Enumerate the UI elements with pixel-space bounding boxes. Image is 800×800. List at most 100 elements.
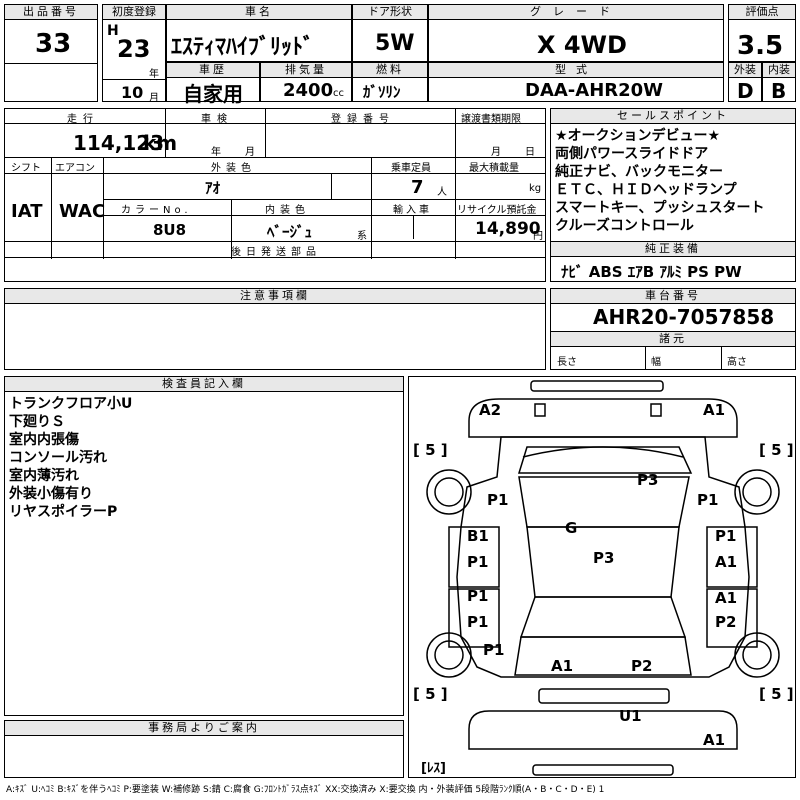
inspector-note-line: 室内薄汚れ: [9, 468, 79, 484]
damage-mark: A1: [715, 553, 738, 571]
car-name-label: 車名: [167, 5, 351, 20]
office-box: 事務局よりご案内: [4, 720, 404, 778]
exterior-label: 外装: [729, 63, 761, 78]
model-cell: 型式 DAA-AHR20W: [428, 62, 724, 102]
inspector-label: 検査員記入欄: [5, 377, 403, 392]
tire-mark-fl: [ 5 ]: [413, 441, 448, 459]
ac-label: エアコン: [55, 163, 95, 174]
door-cell: ドア形状 5W: [352, 4, 428, 62]
equipment-label: 純正装備: [551, 242, 795, 257]
load-unit: kg: [529, 183, 542, 194]
model-label: 型式: [429, 63, 723, 78]
inspector-note-line: リヤスポイラーP: [9, 504, 118, 520]
capacity-unit: 人: [437, 187, 447, 198]
damage-mark: P1: [715, 527, 737, 545]
mileage-label: 走行: [67, 114, 99, 125]
year-unit: 年: [149, 69, 159, 80]
first-reg-label: 初度登録: [103, 5, 165, 20]
history-label: 車歴: [167, 63, 259, 78]
sales-point-line: ＥＴＣ、ＨＩＤヘッドランプ: [555, 182, 737, 198]
transfer-day-unit: 日: [525, 147, 535, 158]
fuel-cell: 燃料 ｶﾞｿﾘﾝ: [352, 62, 428, 102]
history: 自家用: [183, 82, 243, 106]
sales-point-line: クルーズコントロール: [555, 218, 694, 234]
interior-label: 内装: [763, 63, 795, 78]
damage-mark: P3: [637, 471, 659, 489]
damage-mark: G: [565, 519, 578, 537]
damage-mark: A1: [715, 589, 738, 607]
reg-no-label: 登録番号: [331, 114, 395, 125]
mileage: 114,123: [73, 131, 165, 155]
car-name: ｴｽﾃｨﾏﾊｲﾌﾞﾘｯﾄﾞ: [171, 35, 315, 60]
damage-mark: P1: [483, 641, 505, 659]
int-color-suffix: 系: [357, 231, 367, 242]
office-label: 事務局よりご案内: [5, 721, 403, 736]
damage-mark: P1: [487, 491, 509, 509]
inspector-note-line: 外装小傷有り: [9, 486, 93, 502]
transfer-label: 譲渡書類期限: [461, 114, 521, 125]
shift-label: シフト: [11, 163, 41, 174]
fuel: ｶﾞｿﾘﾝ: [363, 83, 401, 101]
exterior-grade: D: [737, 79, 754, 103]
damage-mark: A1: [703, 401, 726, 419]
inspector-note-line: コンソール汚れ: [9, 450, 107, 466]
damage-mark: A2: [479, 401, 502, 419]
legend: A:ｷｽﾞ U:ﾍｺﾐ B:ｷｽﾞを伴うﾍｺﾐ P:要塗装 W:補修跡 S:錆 …: [6, 785, 605, 795]
grade-label: グレード: [429, 5, 723, 20]
length-label: 長さ: [557, 357, 577, 368]
interior-cell: 内装 B: [762, 62, 796, 103]
int-color: ﾍﾞｰｼﾞｭ: [267, 223, 313, 241]
spare-mark: [ﾚｽ]: [421, 761, 446, 776]
damage-mark: P1: [697, 491, 719, 509]
inspector-note-line: トランクフロア小U: [9, 396, 133, 412]
damage-mark: P3: [593, 549, 615, 567]
notes-box: 注意事項欄: [4, 288, 546, 370]
height-label: 高さ: [727, 357, 747, 368]
sales-label: セールスポイント: [551, 109, 795, 124]
lot-label: 出品番号: [5, 5, 97, 20]
load-label: 最大積載量: [469, 163, 519, 174]
ac: WAC: [59, 201, 106, 222]
car-name-cell: 車名 ｴｽﾃｨﾏﾊｲﾌﾞﾘｯﾄﾞ: [166, 4, 352, 62]
exterior-cell: 外装 D: [728, 62, 762, 103]
shift: IAT: [11, 201, 43, 222]
door-type: 5W: [375, 31, 415, 56]
width-label: 幅: [651, 357, 661, 368]
sales-points: セールスポイント ★オークションデビュー★両側パワースライドドア純正ナビ、バック…: [550, 108, 796, 282]
sales-point-line: ★オークションデビュー★: [555, 128, 721, 144]
month-unit: 月: [149, 93, 159, 104]
equipment: ﾅﾋﾞ ABS ｴｱB ｱﾙﾐ PS PW: [561, 263, 742, 281]
grade: X 4WD: [537, 31, 627, 59]
int-color-label: 内装色: [265, 205, 310, 216]
lot-cell: 出品番号 33: [4, 4, 98, 102]
color-no-label: カラーNo.: [121, 205, 192, 216]
damage-mark: P1: [467, 613, 489, 631]
tire-mark-rl: [ 5 ]: [413, 685, 448, 703]
mileage-unit: km: [143, 131, 178, 155]
displacement-unit: cc: [333, 88, 344, 99]
damage-mark: P1: [467, 553, 489, 571]
damage-diagram: [ 5 ] [ 5 ] [ 5 ] [ 5 ] [ﾚｽ] A2 A1 P1 P3…: [408, 376, 796, 778]
capacity-label: 乗車定員: [391, 163, 431, 174]
score-cell: 評価点 3.5: [728, 4, 796, 62]
sales-point-line: 純正ナビ、バックモニター: [555, 164, 723, 180]
history-cell: 車歴 自家用: [166, 62, 260, 106]
insp-year-unit: 年: [211, 147, 221, 158]
chassis-number: AHR20-7057858: [593, 305, 775, 329]
first-reg-cell: 初度登録 H 23 年 10 月: [102, 4, 166, 104]
damage-mark: B1: [467, 527, 489, 545]
insp-month-unit: 月: [245, 147, 255, 158]
displacement-label: 排気量: [261, 63, 351, 78]
damage-mark: U1: [619, 707, 642, 725]
reg-year: 23: [117, 35, 151, 63]
recycle-unit: 円: [533, 231, 543, 242]
dims-label: 諸元: [551, 331, 795, 347]
score: 3.5: [737, 31, 784, 61]
grade-cell: グレード X 4WD: [428, 4, 724, 62]
lot-number: 33: [35, 29, 72, 59]
transfer-month-unit: 月: [491, 147, 501, 158]
color-no: 8U8: [153, 221, 187, 239]
tire-mark-rr: [ 5 ]: [759, 685, 794, 703]
